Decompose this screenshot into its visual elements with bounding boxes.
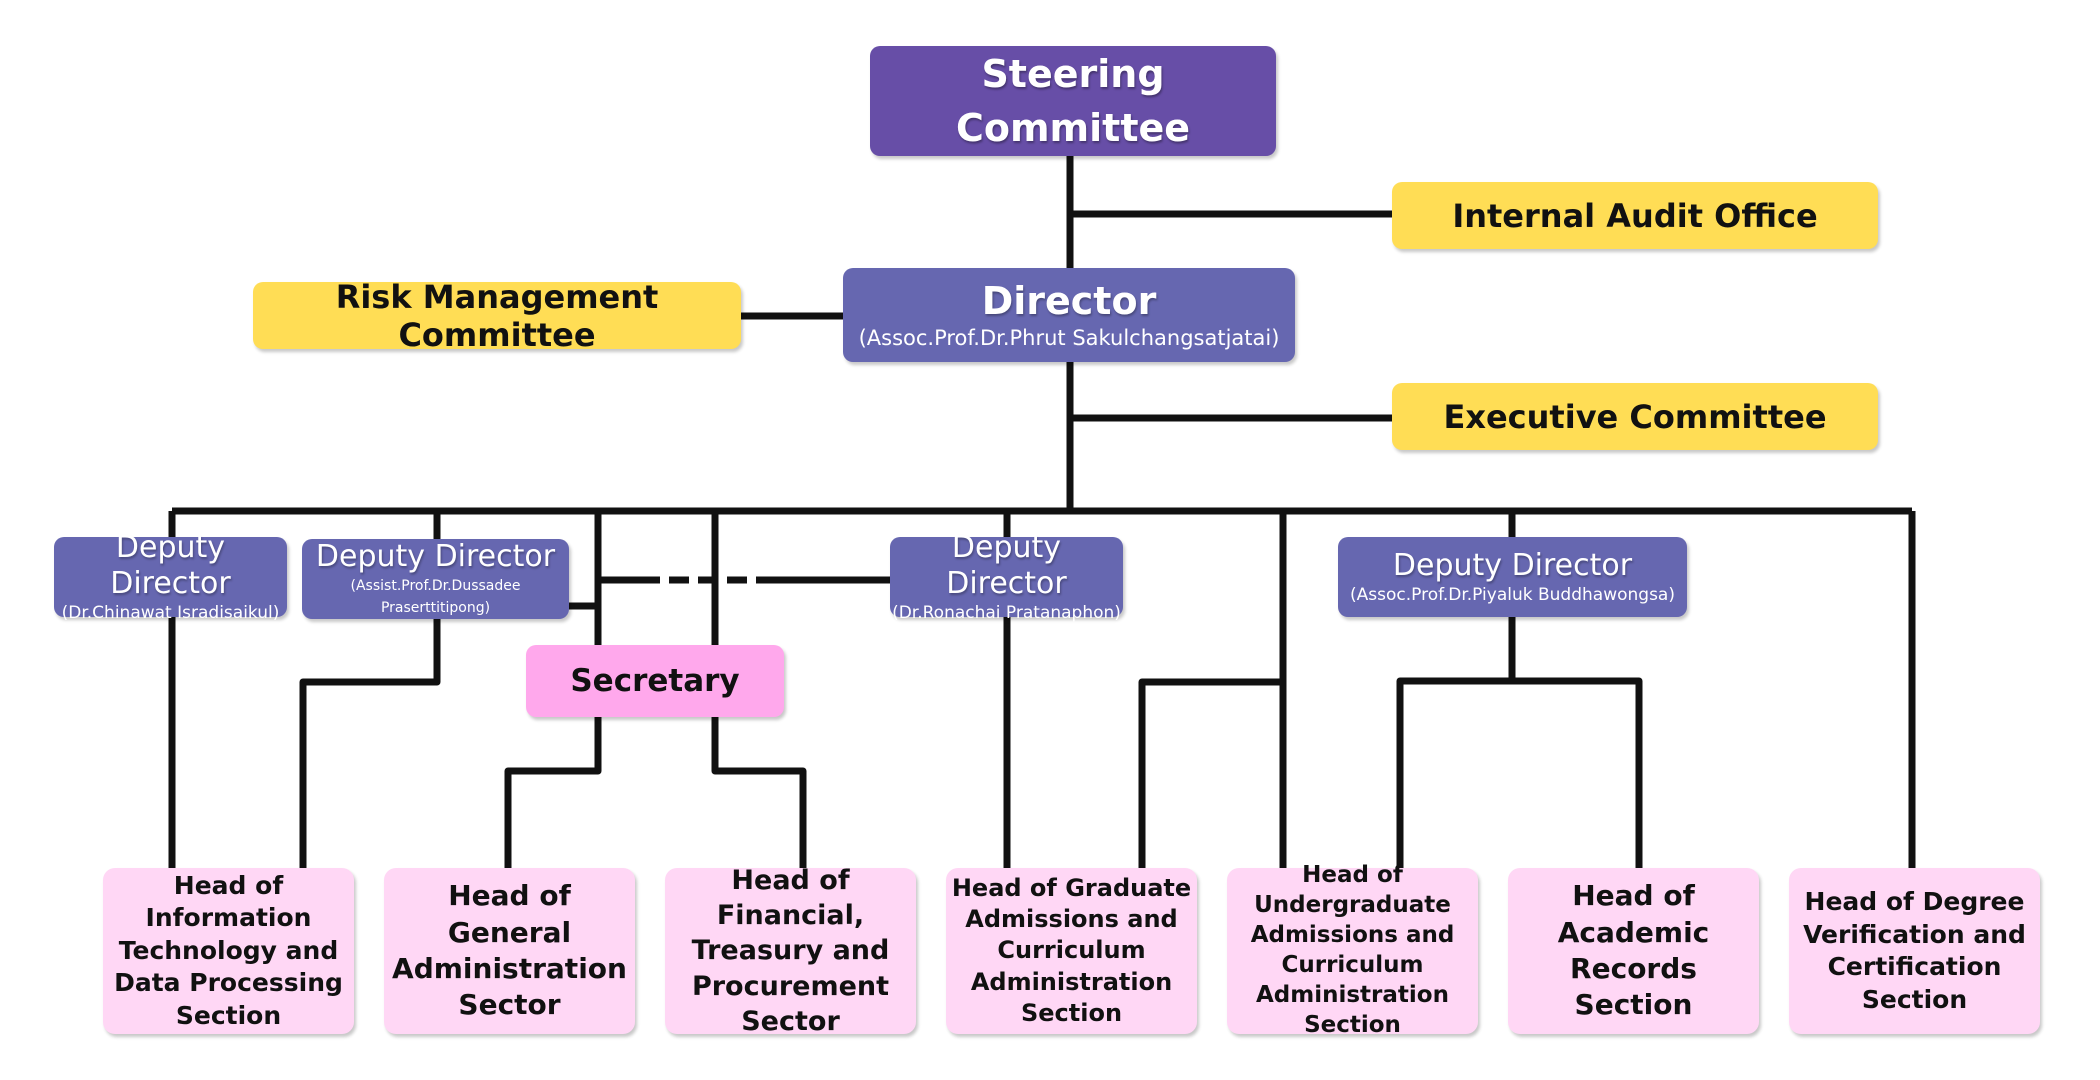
- head-degree-verification-box: Head of Degree Verification and Certific…: [1789, 868, 2040, 1034]
- deputy-director-2-title: Deputy Director: [315, 539, 556, 574]
- head-it-data-processing-box: Head of Information Technology and Data …: [103, 868, 354, 1034]
- deputy-director-1-name: (Dr.Chinawat Isradisaikul): [61, 603, 280, 623]
- director-box: Director (Assoc.Prof.Dr.Phrut Sakulchang…: [843, 268, 1295, 362]
- deputy-director-3-box: Deputy Director (Dr.Ronachai Pratanaphon…: [890, 530, 1123, 623]
- head-graduate-admissions-box: Head of Graduate Admissions and Curricul…: [946, 868, 1197, 1034]
- head-undergraduate-admissions-title: Head of Undergraduate Admissions and Cur…: [1250, 862, 1455, 1038]
- head-general-administration-box: Head of General Administration Sector: [384, 868, 635, 1034]
- deputy-director-1-title: Deputy Director: [110, 530, 231, 601]
- director-title: Director: [981, 279, 1157, 323]
- connector-secretary-head2: [504, 717, 602, 868]
- connector-deputy2-head1: [299, 619, 441, 868]
- head-financial-treasury-procurement-box: Head of Financial, Treasury and Procurem…: [665, 865, 916, 1037]
- head-general-administration-title: Head of General Administration Sector: [392, 879, 627, 1022]
- deputy-director-4-name: (Assoc.Prof.Dr.Piyaluk Buddhawongsa): [1350, 585, 1675, 605]
- deputy-director-2-box: Deputy Director (Assist.Prof.Dr.Dussadee…: [302, 539, 569, 619]
- deputy-director-1-box: Deputy Director (Dr.Chinawat Isradisaiku…: [54, 530, 287, 623]
- head-graduate-admissions-title: Head of Graduate Admissions and Curricul…: [951, 874, 1192, 1027]
- deputy-director-4-title: Deputy Director: [1392, 548, 1633, 583]
- connector-deputy4-branches: [1396, 677, 1643, 868]
- steering-committee-box: Steering Committee: [870, 46, 1276, 156]
- director-name: (Assoc.Prof.Dr.Phrut Sakulchangsatjatai): [858, 326, 1280, 350]
- secretary-title: Secretary: [570, 663, 740, 699]
- deputy-director-4-box: Deputy Director (Assoc.Prof.Dr.Piyaluk B…: [1338, 537, 1687, 617]
- deputy-director-3-name: (Dr.Ronachai Pratanaphon): [892, 603, 1121, 623]
- connector-secretary-head3: [711, 717, 807, 868]
- head-academic-records-box: Head of Academic Records Section: [1508, 868, 1759, 1034]
- head-financial-treasury-procurement-title: Head of Financial, Treasury and Procurem…: [691, 865, 890, 1037]
- deputy-director-2-name: (Assist.Prof.Dr.Dussadee Praserttitipong…: [350, 578, 521, 616]
- connector-undergrad-head4: [1138, 678, 1283, 868]
- executive-committee-box: Executive Committee: [1392, 383, 1878, 450]
- secretary-box: Secretary: [526, 645, 784, 717]
- risk-management-committee-box: Risk Management Committee: [253, 278, 741, 354]
- steering-committee-title: Steering Committee: [955, 52, 1191, 150]
- internal-audit-office-title: Internal Audit Office: [1452, 196, 1818, 235]
- head-academic-records-title: Head of Academic Records Section: [1557, 879, 1710, 1022]
- head-it-data-processing-title: Head of Information Technology and Data …: [114, 870, 343, 1030]
- executive-committee-title: Executive Committee: [1443, 397, 1827, 436]
- head-undergraduate-admissions-box: Head of Undergraduate Admissions and Cur…: [1227, 862, 1478, 1038]
- deputy-director-3-title: Deputy Director: [946, 530, 1067, 601]
- risk-management-committee-title: Risk Management Committee: [335, 277, 659, 354]
- head-degree-verification-title: Head of Degree Verification and Certific…: [1803, 887, 2026, 1014]
- internal-audit-office-box: Internal Audit Office: [1392, 182, 1878, 249]
